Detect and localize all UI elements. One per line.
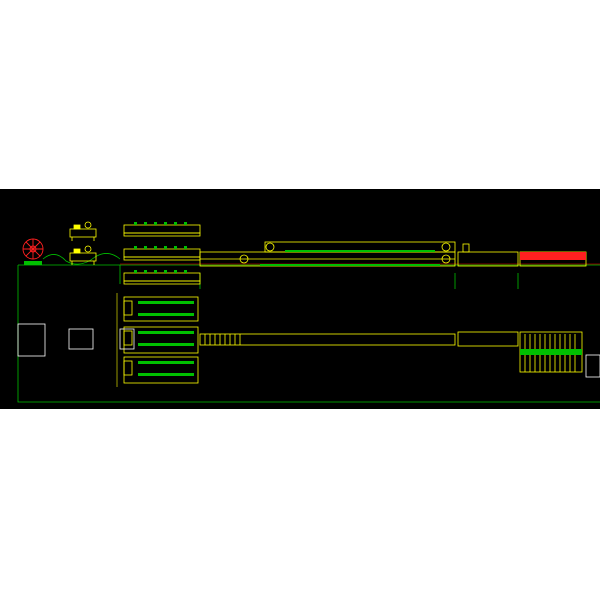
control-cabinet-1 xyxy=(17,323,46,357)
connection-lines xyxy=(17,264,600,403)
pump-station xyxy=(119,328,135,350)
main-conveyor xyxy=(199,241,456,267)
decoiler-base xyxy=(24,261,42,265)
control-cabinet-2 xyxy=(68,328,94,350)
straightener-1 xyxy=(69,221,97,241)
production-line-layout-drawing xyxy=(17,221,600,403)
conveyor-rollers xyxy=(260,250,440,266)
cad-model-space[interactable]: Y xyxy=(0,189,600,409)
roll-former-lower-group xyxy=(123,296,199,384)
stacker-green-band xyxy=(520,349,582,355)
straightener-2 xyxy=(69,245,97,265)
roll-former-top-group xyxy=(123,224,201,285)
feed-strip xyxy=(42,253,121,265)
roll-former-lower-stations xyxy=(138,301,194,376)
decoiler-reel xyxy=(22,238,44,260)
roll-former-rollers xyxy=(134,222,187,273)
lower-conveyor-slats xyxy=(204,334,576,372)
stacker-hatch xyxy=(520,252,586,260)
lower-conveyor xyxy=(199,331,583,373)
end-cabinet xyxy=(585,354,600,378)
